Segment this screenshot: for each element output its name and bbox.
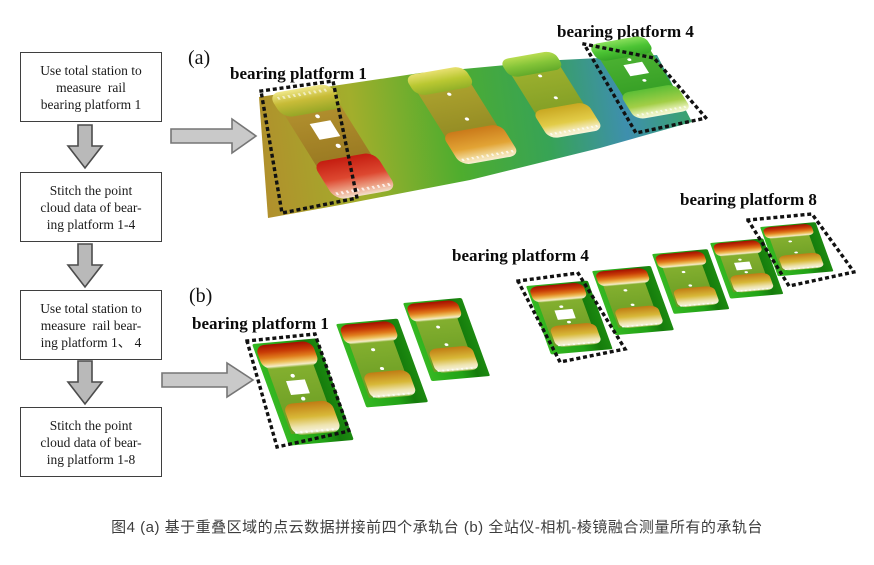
dotted-highlight-platform1-b (244, 332, 352, 450)
right-arrow-icon-a (170, 117, 258, 155)
right-arrow-icon-b (161, 361, 255, 399)
panel-a-pointcloud: (a) bearing platform 1 bearing platform … (188, 22, 710, 218)
flow-box-4: Stitch the point cloud data of bear- ing… (20, 407, 162, 477)
panel-b-label-platform8: bearing platform 8 (680, 190, 817, 209)
figure-caption: 图4 (a) 基于重叠区域的点云数据拼接前四个承轨台 (b) 全站仪-相机-棱镜… (111, 519, 763, 536)
flow-box-4-line3: ing platform 1-8 (46, 451, 136, 467)
flow-box-2-line1: Stitch the point (49, 182, 133, 198)
flow-box-3-line2: measure rail bear- (40, 317, 142, 333)
panel-b-pointcloud: (b) bearing platform 1 bearing platform … (189, 190, 857, 450)
dotted-highlight-platform1-a (259, 79, 360, 216)
dotted-highlight-platform4-a (580, 41, 710, 135)
panel-b-label-platform1: bearing platform 1 (192, 314, 329, 333)
panel-a-label-platform1: bearing platform 1 (230, 64, 367, 83)
pointcloud-platform-3-a (502, 51, 601, 138)
flow-box-1-line2: measure rail (56, 79, 126, 95)
pointcloud-platform-1-a (272, 84, 394, 199)
flow-box-4-line2: cloud data of bear- (40, 434, 142, 450)
flow-box-3-line3: ing platform 1、 4 (40, 334, 142, 350)
flow-box-3: Use total station to measure rail bear- … (20, 290, 162, 360)
flow-box-2-line2: cloud data of bear- (40, 199, 142, 215)
down-arrow-icon-3 (66, 360, 104, 406)
flow-box-3-line1: Use total station to (40, 300, 142, 316)
down-arrow-icon-2 (66, 243, 104, 289)
flow-box-2-line3: ing platform 1-4 (46, 216, 136, 232)
pointcloud-platform-2-a (407, 67, 517, 164)
flow-box-2: Stitch the point cloud data of bear- ing… (20, 172, 162, 242)
pointcloud-platform-1-b (252, 338, 354, 445)
down-arrow-icon-1 (66, 124, 104, 170)
flow-box-4-line1: Stitch the point (49, 417, 133, 433)
panel-b-tag: (b) (189, 285, 212, 307)
panel-b-label-platform4: bearing platform 4 (452, 246, 589, 265)
panel-a-label-platform4: bearing platform 4 (557, 22, 694, 41)
flow-box-1: Use total station to measure rail bearin… (20, 52, 162, 122)
flow-box-1-line3: bearing platform 1 (40, 96, 142, 112)
pointcloud-platform-3-b (401, 296, 492, 383)
flow-box-1-line1: Use total station to (40, 62, 142, 78)
dotted-highlight-platform4-b (515, 271, 628, 364)
panel-a-tag: (a) (188, 47, 210, 69)
dotted-highlight-platform8-b (745, 212, 857, 288)
